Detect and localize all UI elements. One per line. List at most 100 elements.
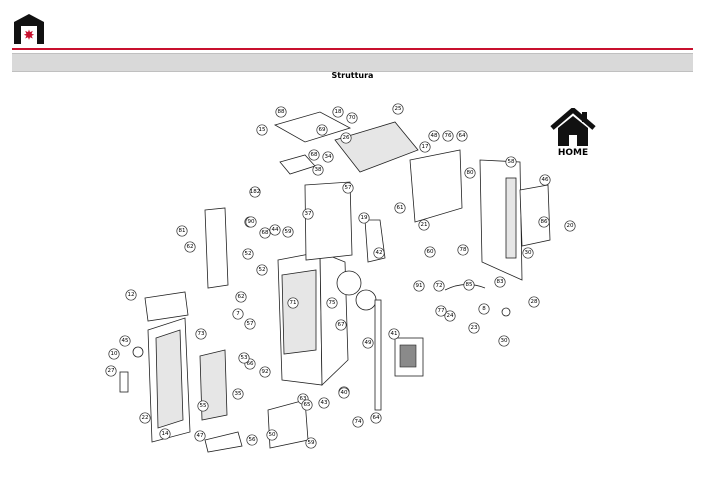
part-callout: 28 xyxy=(528,296,540,308)
callout-number: 63 xyxy=(300,396,307,402)
callout-number: 65 xyxy=(304,402,311,408)
callout-number: 62 xyxy=(238,294,245,300)
part-callout: 80 xyxy=(464,167,476,179)
part-callout: 62 xyxy=(235,291,247,303)
callout-number: 10 xyxy=(111,351,118,357)
part-callout: 78 xyxy=(457,244,469,256)
callout-number: 26 xyxy=(343,135,350,141)
part-callout: 24 xyxy=(444,310,456,322)
callout-number: 7 xyxy=(236,311,240,317)
callout-number: 48 xyxy=(431,133,438,139)
part-callout: 92 xyxy=(259,366,271,378)
hinge-part xyxy=(132,346,144,358)
part-callout: 8 xyxy=(478,303,490,315)
part-callout: 50 xyxy=(266,429,278,441)
header-bar xyxy=(12,53,693,72)
callout-number: 78 xyxy=(460,247,467,253)
part-callout: 53 xyxy=(238,352,250,364)
callout-number: 86 xyxy=(541,219,548,225)
callout-number: 69 xyxy=(319,127,326,133)
callout-number: 61 xyxy=(397,205,404,211)
part-callout: 48 xyxy=(428,130,440,142)
part-callout: 52 xyxy=(242,248,254,260)
callout-number: 47 xyxy=(197,433,204,439)
part-callout: 21 xyxy=(418,219,430,231)
callout-number: 64 xyxy=(373,415,380,421)
part-callout: 35 xyxy=(232,388,244,400)
callout-number: 91 xyxy=(416,283,423,289)
callout-number: 17 xyxy=(422,144,429,150)
spring-part xyxy=(501,307,511,317)
back-panel-part xyxy=(519,184,551,247)
part-callout: 70 xyxy=(346,112,358,124)
part-callout: 40 xyxy=(338,387,350,399)
control-chip-part xyxy=(399,344,417,368)
right-rail-part xyxy=(374,299,382,411)
left-side-panel-part xyxy=(204,207,229,289)
callout-number: 40 xyxy=(341,390,348,396)
part-callout: 52 xyxy=(256,264,268,276)
callout-number: 80 xyxy=(467,170,474,176)
top-grille-front-part xyxy=(144,291,189,322)
part-callout: 41 xyxy=(388,328,400,340)
door-glass-part xyxy=(155,329,184,429)
callout-number: 73 xyxy=(198,331,205,337)
part-callout: 67 xyxy=(335,319,347,331)
part-callout: 57 xyxy=(244,318,256,330)
callout-number: 12 xyxy=(128,292,135,298)
callout-number: 43 xyxy=(321,400,328,406)
part-callout: 23 xyxy=(468,322,480,334)
section-title: Struttura xyxy=(331,71,374,80)
callout-number: 25 xyxy=(395,106,402,112)
part-callout: 75 xyxy=(326,297,338,309)
part-callout: 81 xyxy=(176,225,188,237)
callout-number: 24 xyxy=(447,313,454,319)
part-callout: 71 xyxy=(287,297,299,309)
callout-number: 74 xyxy=(355,419,362,425)
part-callout: 30 xyxy=(522,247,534,259)
callout-number: 92 xyxy=(262,369,269,375)
part-callout: 73 xyxy=(195,328,207,340)
part-callout: 61 xyxy=(394,202,406,214)
part-callout: 22 xyxy=(139,412,151,424)
profile-part xyxy=(119,371,129,393)
callout-number: 15 xyxy=(259,127,266,133)
part-callout: 90 xyxy=(245,216,257,228)
part-callout: 10 xyxy=(108,348,120,360)
callout-number: 21 xyxy=(421,222,428,228)
callout-number: 57 xyxy=(345,185,352,191)
ash-drawer-part xyxy=(204,431,243,453)
callout-number: 75 xyxy=(329,300,336,306)
part-callout: 43 xyxy=(318,397,330,409)
callout-number: 52 xyxy=(259,267,266,273)
part-callout: 91 xyxy=(413,280,425,292)
part-callout: 88 xyxy=(275,106,287,118)
header-divider xyxy=(12,48,693,50)
part-callout: 64 xyxy=(456,130,468,142)
part-callout: 15 xyxy=(256,124,268,136)
part-callout: 62 xyxy=(184,241,196,253)
gasket-ring-part xyxy=(355,289,377,311)
part-callout: 68 xyxy=(259,227,271,239)
part-callout: 64 xyxy=(370,412,382,424)
callout-number: 68 xyxy=(262,230,269,236)
callout-number: 81 xyxy=(179,228,186,234)
part-callout: 37 xyxy=(302,208,314,220)
callout-number: 88 xyxy=(278,109,285,115)
callout-number: 68 xyxy=(311,152,318,158)
part-callout: 42 xyxy=(373,247,385,259)
callout-number: 8 xyxy=(482,306,486,312)
part-callout: 60 xyxy=(424,246,436,258)
home-button[interactable]: HOME xyxy=(550,106,596,160)
part-callout: 12 xyxy=(125,289,137,301)
part-callout: 56 xyxy=(246,434,258,446)
part-callout: 7 xyxy=(232,308,244,320)
callout-number: 30 xyxy=(525,250,532,256)
part-callout: 17 xyxy=(419,141,431,153)
callout-number: 34 xyxy=(325,154,332,160)
part-callout: 18 xyxy=(332,106,344,118)
callout-number: 52 xyxy=(245,251,252,257)
part-callout: 59 xyxy=(282,226,294,238)
part-callout: 182 xyxy=(249,186,261,198)
